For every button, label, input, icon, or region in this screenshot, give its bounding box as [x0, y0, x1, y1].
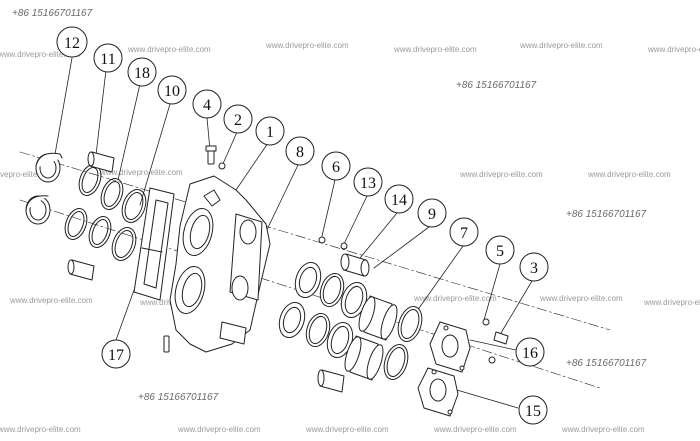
site-watermark: www.drivepro-elite.com — [562, 425, 645, 434]
callout-7: 7 — [449, 217, 479, 247]
bushing-part — [25, 152, 63, 225]
callout-label: 4 — [203, 97, 211, 114]
callout-13: 13 — [353, 167, 383, 197]
site-watermark: www.drivepro-elite.com — [178, 425, 261, 434]
callout-11: 11 — [93, 43, 123, 73]
callout-17: 17 — [101, 339, 131, 369]
callout-14: 14 — [384, 184, 414, 214]
callout-18: 18 — [127, 57, 157, 87]
callout-label: 14 — [391, 192, 407, 209]
plug-parts — [340, 253, 370, 277]
site-watermark: www.drivepro-elite.com — [520, 41, 603, 50]
callout-label: 12 — [64, 35, 80, 52]
site-watermark: www.drivepro-elite.com — [588, 170, 671, 179]
brake-pad — [133, 187, 175, 301]
callout-label: 8 — [296, 144, 304, 161]
callout-label: 11 — [100, 51, 115, 68]
callout-label: 3 — [530, 260, 538, 277]
callout-label: 13 — [360, 175, 376, 192]
callout-4: 4 — [192, 89, 222, 119]
end-covers — [417, 321, 471, 417]
callout-label: 5 — [496, 243, 504, 260]
callout-6: 6 — [321, 151, 351, 181]
bleeder-screws — [163, 145, 509, 364]
callout-9: 9 — [417, 198, 447, 228]
site-watermark: www.drivepro-elite.com — [644, 298, 700, 307]
site-watermark: www.drivepro-elite.com — [540, 294, 623, 303]
pistons — [278, 261, 423, 381]
phone-watermark: +86 15166701167 — [456, 80, 537, 91]
callout-label: 6 — [332, 159, 340, 176]
callout-5: 5 — [485, 235, 515, 265]
callout-10: 10 — [157, 75, 187, 105]
site-watermark: www.drivepro-elite.com — [0, 425, 81, 434]
phone-watermark: +86 15166701167 — [12, 8, 93, 19]
callout-16: 16 — [515, 337, 545, 367]
site-watermark: www.drivepro-elite.com — [414, 294, 497, 303]
caliper-body — [169, 175, 271, 353]
site-watermark: www.drivepro-elite.com — [100, 168, 183, 177]
site-watermark: www.drivepro-elite.com — [306, 425, 389, 434]
callout-8: 8 — [285, 136, 315, 166]
callout-label: 2 — [234, 112, 242, 129]
callout-label: 15 — [525, 403, 541, 420]
callout-label: 10 — [164, 83, 180, 100]
phone-watermark: +86 15166701167 — [566, 358, 647, 369]
site-watermark: www.drivepro-elite.com — [10, 296, 93, 305]
site-watermark: www.drivepro-elite.com — [0, 50, 81, 59]
callout-label: 16 — [522, 345, 538, 362]
guide-pins — [67, 151, 345, 393]
site-watermark: www.drivepro-elite.com — [648, 45, 700, 54]
callout-1: 1 — [255, 116, 285, 146]
callout-12: 12 — [56, 26, 88, 58]
site-watermark: www.drivepro-elite.com — [266, 41, 349, 50]
callout-15: 15 — [518, 395, 548, 425]
callout-label: 17 — [108, 347, 124, 364]
phone-watermark: +86 15166701167 — [138, 392, 219, 403]
callout-label: 18 — [134, 65, 150, 82]
callout-label: 1 — [266, 124, 274, 141]
center-lines — [19, 151, 611, 389]
site-watermark: www.drivepro-elite.com — [460, 170, 543, 179]
seal-rings — [64, 164, 147, 261]
callout-3: 3 — [519, 252, 549, 282]
site-watermark: www.drivepro-elite.com — [128, 45, 211, 54]
site-watermark: www.drivepro-elite.com — [394, 45, 477, 54]
callout-2: 2 — [223, 104, 253, 134]
site-watermark: www.drivepro-elite.com — [0, 170, 55, 179]
phone-watermark: +86 15166701167 — [566, 209, 647, 220]
callout-bubbles: 12 11 18 10 4 2 1 8 6 13 14 9 7 5 3 16 1… — [56, 26, 549, 425]
leader-lines — [53, 57, 533, 409]
callout-label: 9 — [428, 206, 436, 223]
site-watermark: www.drivepro-elite.com — [434, 425, 517, 434]
callout-label: 7 — [460, 225, 468, 242]
